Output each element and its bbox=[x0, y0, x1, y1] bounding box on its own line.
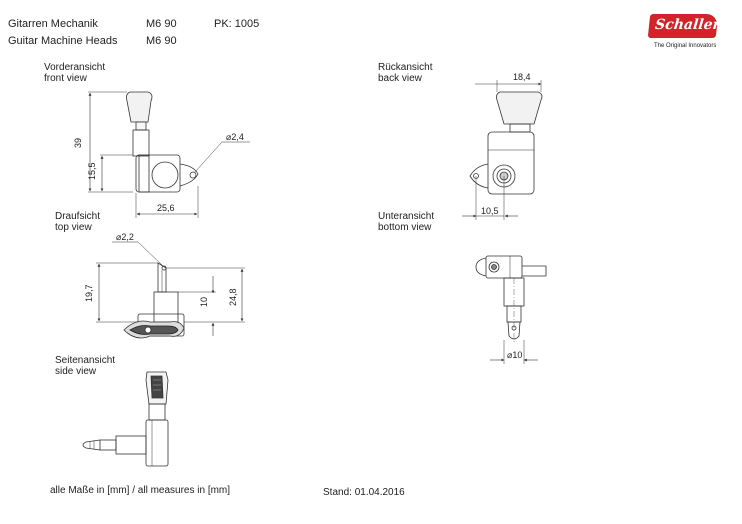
logo-tagline: The Original Innovators bbox=[654, 43, 717, 49]
dim-front-height: 39 bbox=[73, 138, 83, 148]
model-code-1: M6 90 bbox=[146, 18, 177, 30]
bottom-view-label-en: bottom view bbox=[378, 222, 432, 233]
dim-top-hole-value: 2,2 bbox=[121, 232, 134, 242]
side-view-label-en: side view bbox=[55, 366, 97, 377]
dim-front-width: 25,6 bbox=[157, 203, 175, 213]
side-view-drawing bbox=[82, 371, 169, 467]
dim-top-total: 24,8 bbox=[228, 288, 238, 306]
title-de: Gitarren Mechanik bbox=[8, 18, 98, 30]
date-stamp: Stand: 01.04.2016 bbox=[323, 487, 405, 498]
dim-back-offset: 10,5 bbox=[481, 206, 499, 216]
top-view-label-de: Draufsicht bbox=[55, 211, 101, 222]
front-view-label-en: front view bbox=[44, 73, 87, 84]
bottom-view-label-de: Unteransicht bbox=[378, 211, 435, 222]
side-view-label-de: Seitenansicht bbox=[55, 355, 116, 366]
back-view-label-en: back view bbox=[378, 73, 422, 84]
model-code-2: M6 90 bbox=[146, 35, 177, 47]
dim-bottom-post-value: 10 bbox=[512, 350, 522, 360]
front-view-drawing bbox=[88, 91, 250, 218]
back-view-label-de: Rückansicht bbox=[378, 62, 433, 73]
dim-back-width: 18,4 bbox=[513, 72, 531, 82]
pk-number: PK: 1005 bbox=[214, 18, 260, 30]
dim-front-hole: ⌀2,4 bbox=[226, 132, 244, 142]
bottom-view-drawing bbox=[475, 255, 547, 364]
back-view-drawing bbox=[462, 80, 543, 220]
dim-front-body-height: 15,5 bbox=[87, 162, 97, 180]
top-view-drawing bbox=[96, 241, 245, 339]
dim-top-post: 10 bbox=[199, 297, 209, 307]
dim-top-hole: ⌀2,2 bbox=[116, 232, 134, 242]
units-note: alle Maße in [mm] / all measures in [mm] bbox=[50, 485, 231, 496]
dim-top-height: 19,7 bbox=[84, 284, 94, 302]
title-en: Guitar Machine Heads bbox=[8, 35, 118, 47]
dim-bottom-post: ⌀10 bbox=[507, 350, 522, 360]
top-view-label-en: top view bbox=[55, 222, 92, 233]
front-view-label-de: Vorderansicht bbox=[44, 62, 106, 73]
dim-front-hole-value: 2,4 bbox=[231, 132, 244, 142]
